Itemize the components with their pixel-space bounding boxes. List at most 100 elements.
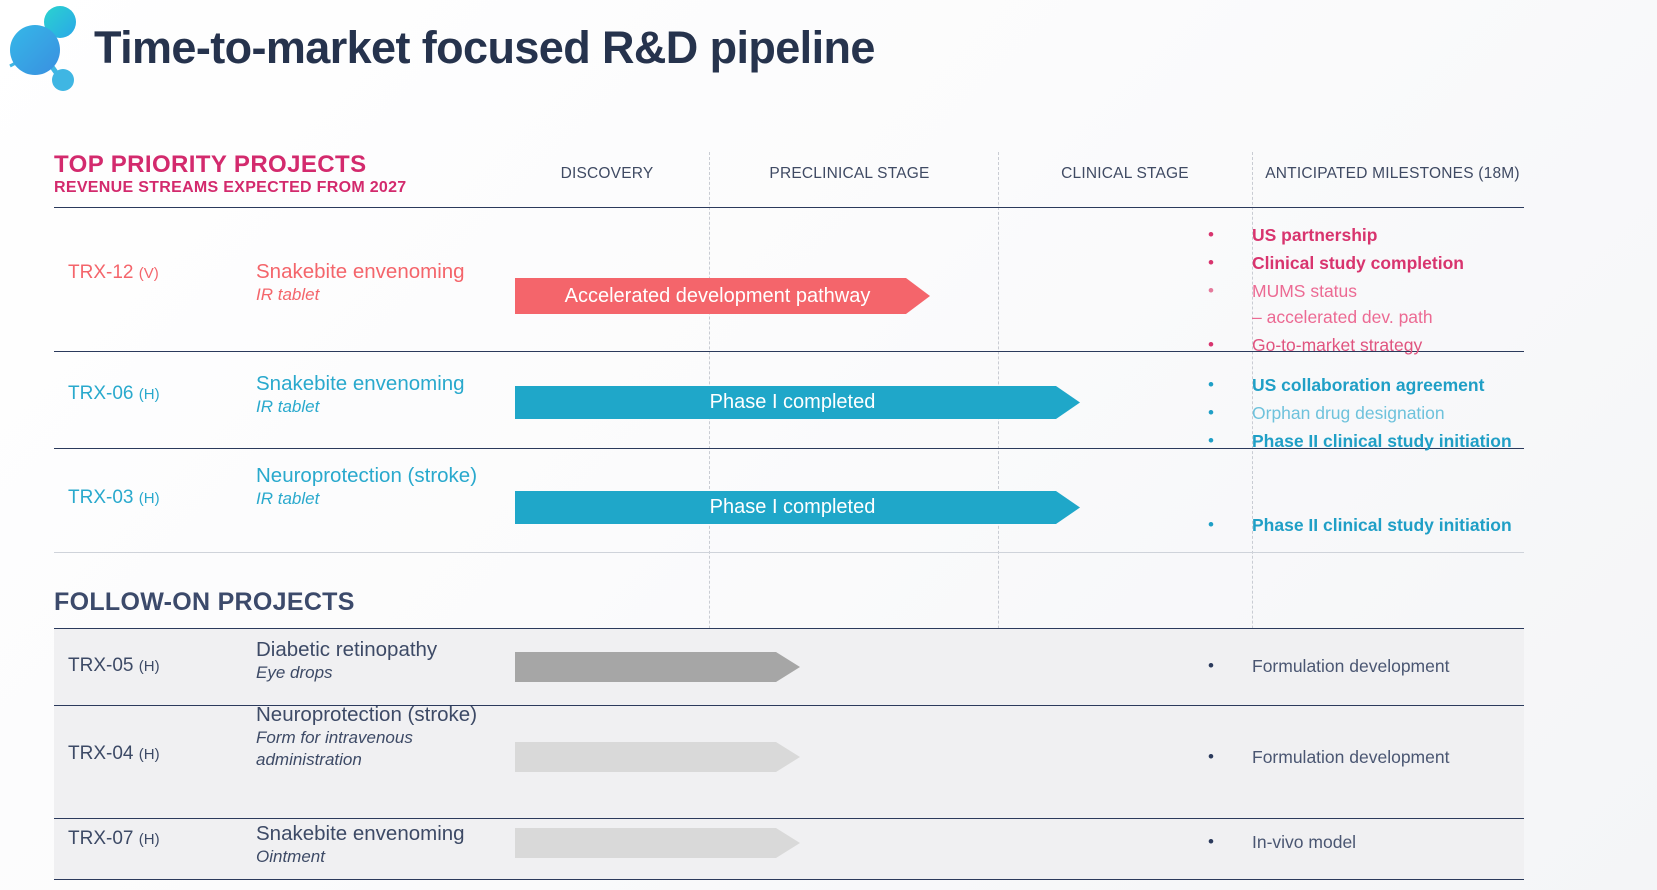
project-code-suffix: (H) (138, 831, 160, 848)
column-divider-discovery (709, 152, 710, 828)
top-priority-line1: TOP PRIORITY PROJECTS (54, 151, 367, 178)
milestone-text: Formulation development (1252, 656, 1450, 676)
rule-board-bottom (54, 879, 1524, 880)
page-header: Time-to-market focused R&D pipeline (0, 0, 1657, 120)
list-item: • Phase II clinical study initiation (1208, 512, 1528, 538)
bullet-icon: • (1208, 431, 1214, 450)
stage-bar-trx12[interactable]: Accelerated development pathway (515, 278, 930, 314)
milestone-text-wrap: MUMS status – accelerated dev. path (1252, 278, 1528, 330)
bullet-icon: • (1208, 832, 1214, 851)
dosage-form-text: IR tablet (256, 285, 320, 304)
project-code-text: TRX-05 (68, 655, 134, 676)
list-item: • MUMS status – accelerated dev. path (1208, 278, 1528, 330)
milestone-text: Go-to-market strategy (1252, 335, 1423, 355)
milestone-text: Phase II clinical study initiation (1252, 515, 1512, 535)
milestone-text: Phase II clinical study initiation (1252, 431, 1512, 451)
project-code-text: TRX-12 (68, 262, 134, 283)
indication-text: Neuroprotection (stroke) (256, 703, 478, 726)
bullet-icon: • (1208, 747, 1214, 766)
milestone-text: US collaboration agreement (1252, 375, 1485, 395)
stage-bar-shape (515, 491, 1080, 524)
rule-header-bottom (54, 207, 1524, 208)
dosage-form-text: IR tablet (256, 489, 320, 508)
section-title-top-priority: TOP PRIORITY PROJECTS REVENUE STREAMS EX… (54, 152, 407, 198)
milestone-text: In-vivo model (1252, 832, 1357, 852)
milestone-text: Formulation development (1252, 747, 1450, 767)
page-title: Time-to-market focused R&D pipeline (94, 22, 875, 73)
project-indication-trx12: Snakebite envenoming IR tablet (256, 260, 486, 306)
bullet-icon: • (1208, 375, 1214, 394)
bullet-icon: • (1208, 253, 1214, 272)
stage-bar-shape (515, 828, 800, 858)
list-item: • Clinical study completion (1208, 250, 1528, 276)
column-header-preclinical: PRECLINICAL STAGE (769, 165, 930, 182)
stage-bar-trx06[interactable]: Phase I completed (515, 386, 1080, 419)
milestones-trx06: • US collaboration agreement • Orphan dr… (1208, 372, 1528, 456)
milestone-subtext: – accelerated dev. path (1252, 307, 1433, 327)
bullet-icon: • (1208, 281, 1214, 300)
rule-row-trx12-bottom (54, 351, 1524, 352)
project-code-suffix: (H) (138, 658, 160, 675)
stage-bar-trx05[interactable] (515, 652, 800, 682)
dosage-form-text: Eye drops (256, 663, 333, 682)
milestones-trx04: • Formulation development (1208, 744, 1528, 772)
project-code-suffix: (V) (138, 265, 159, 282)
column-header-clinical: CLINICAL STAGE (1061, 165, 1189, 182)
project-code-trx03: TRX-03 (H) (68, 487, 160, 509)
project-code-text: TRX-06 (68, 383, 134, 404)
project-code-trx12: TRX-12 (V) (68, 262, 159, 284)
project-code-trx07: TRX-07 (H) (68, 828, 160, 850)
bullet-icon: • (1208, 335, 1214, 354)
indication-text: Diabetic retinopathy (256, 638, 438, 661)
milestones-trx05: • Formulation development (1208, 653, 1528, 681)
column-header-milestones: ANTICIPATED MILESTONES (18M) (1265, 165, 1520, 182)
bullet-icon: • (1208, 515, 1214, 534)
stage-bar-label: Accelerated development pathway (564, 284, 871, 307)
project-code-trx05: TRX-05 (H) (68, 655, 160, 677)
project-code-text: TRX-07 (68, 828, 134, 849)
project-indication-trx04: Neuroprotection (stroke) Form for intrav… (256, 703, 486, 771)
stage-bar-trx03[interactable]: Phase I completed (515, 491, 1080, 524)
milestones-trx03: • Phase II clinical study initiation (1208, 512, 1528, 540)
list-item: • Formulation development (1208, 744, 1528, 770)
list-item: • US partnership (1208, 222, 1528, 248)
project-code-trx04: TRX-04 (H) (68, 743, 160, 765)
rule-row-trx03-bottom (54, 552, 1524, 553)
project-code-suffix: (H) (138, 746, 160, 763)
molecule-logo (9, 6, 76, 91)
rule-followon-top (54, 628, 1524, 629)
project-code-suffix: (H) (138, 490, 160, 507)
milestones-trx12: • US partnership • Clinical study comple… (1208, 222, 1528, 360)
section-title-follow-on: FOLLOW-ON PROJECTS (54, 588, 355, 616)
milestone-text: Orphan drug designation (1252, 403, 1445, 423)
stage-bar-trx04[interactable] (515, 742, 800, 772)
project-indication-trx06: Snakebite envenoming IR tablet (256, 372, 486, 418)
milestones-trx07: • In-vivo model (1208, 829, 1528, 857)
bullet-icon: • (1208, 225, 1214, 244)
milestone-text: MUMS status (1252, 281, 1358, 301)
stage-bar-shape (515, 278, 930, 314)
column-header-discovery: DISCOVERY (560, 165, 654, 182)
stage-bar-label: Phase I completed (709, 391, 876, 413)
stage-bar-trx07[interactable] (515, 828, 800, 858)
indication-text: Snakebite envenoming (256, 822, 465, 845)
top-priority-line2: REVENUE STREAMS EXPECTED FROM 2027 (54, 179, 407, 196)
column-divider-preclinical (998, 152, 999, 828)
list-item: • US collaboration agreement (1208, 372, 1528, 398)
milestone-text: US partnership (1252, 225, 1378, 245)
stage-bar-shape (515, 652, 800, 682)
project-indication-trx03: Neuroprotection (stroke) IR tablet (256, 464, 486, 510)
bullet-icon: • (1208, 656, 1214, 675)
list-item: • Formulation development (1208, 653, 1528, 679)
stage-bar-label: Phase I completed (709, 496, 876, 518)
rule-row-trx04-bottom (54, 818, 1524, 819)
indication-text: Snakebite envenoming (256, 260, 465, 283)
stage-bar-shape (515, 386, 1080, 419)
rule-row-trx05-bottom (54, 705, 1524, 706)
project-code-suffix: (H) (138, 386, 160, 403)
project-code-text: TRX-04 (68, 743, 134, 764)
bullet-icon: • (1208, 403, 1214, 422)
rule-row-trx06-bottom (54, 448, 1524, 449)
column-divider-clinical (1252, 152, 1253, 828)
